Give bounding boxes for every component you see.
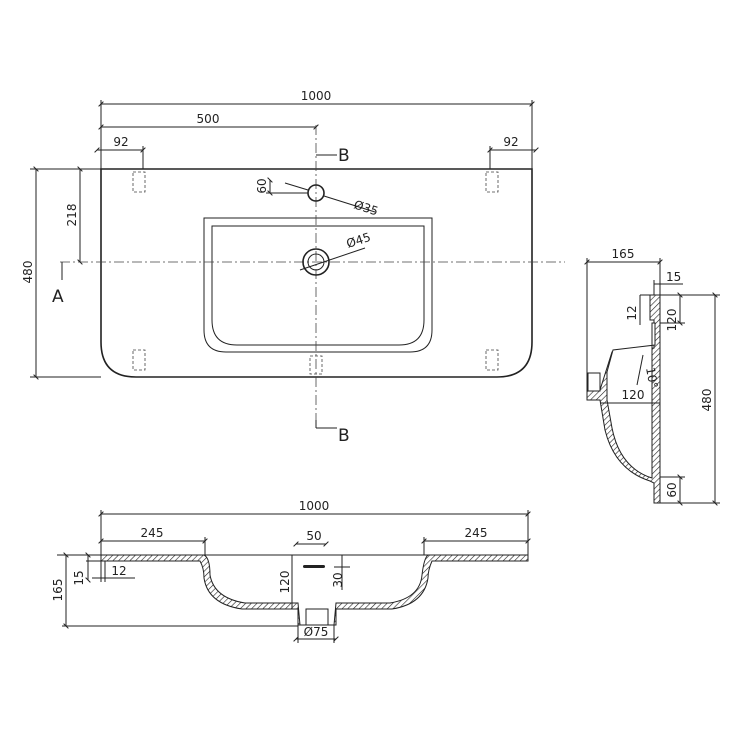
basin-outline — [100, 168, 533, 378]
drain-outer — [302, 248, 330, 276]
dim-faucet-hole: Ø35 — [352, 198, 380, 219]
dim-side-thickness: 15 — [666, 270, 681, 284]
bowl-outer — [203, 217, 433, 353]
drain-opening — [305, 608, 329, 626]
dim-overall-width: 1000 — [301, 89, 332, 103]
dim-side-angle: 10° — [643, 366, 660, 389]
dim-front-overall-width: 1000 — [299, 499, 330, 513]
section-label-b-bottom: B — [338, 426, 350, 446]
front-dimension-lines — [57, 510, 531, 643]
dim-overflow-width: 50 — [306, 529, 321, 543]
dim-drain-hole: Ø45 — [345, 230, 373, 251]
side-dimension-lines — [584, 258, 720, 506]
dim-side-upper: 120 — [665, 309, 679, 332]
dim-overflow-height: 30 — [331, 572, 345, 587]
dim-side-shelf: 120 — [622, 388, 645, 402]
mounting-points — [132, 171, 499, 375]
dim-drain: Ø75 — [304, 625, 329, 639]
front-profile — [100, 554, 529, 626]
dim-side-rim: 12 — [625, 305, 639, 320]
top-view: 1000 500 92 92 60 Ø35 218 480 Ø45 B B A — [21, 89, 565, 446]
dim-front-thickness: 15 — [72, 570, 86, 585]
dim-right-ledge: 245 — [465, 526, 488, 540]
section-label-a: A — [52, 287, 64, 307]
dim-bowl-depth: 120 — [278, 571, 292, 594]
overflow-slot — [303, 565, 325, 568]
dim-side-overall: 480 — [700, 389, 714, 412]
dim-faucet-offset: 60 — [255, 178, 269, 193]
bowl-inner — [211, 225, 425, 346]
section-label-b-top: B — [338, 146, 350, 166]
dim-left-offset: 92 — [113, 135, 128, 149]
dim-half-width: 500 — [197, 112, 220, 126]
dimension-lines — [30, 100, 539, 429]
dim-right-offset: 92 — [503, 135, 518, 149]
front-section: 1000 245 245 50 15 12 165 120 30 Ø75 — [51, 499, 531, 643]
dim-depth: 480 — [21, 261, 35, 284]
dim-left-ledge: 245 — [141, 526, 164, 540]
dim-side-lower: 60 — [665, 482, 679, 497]
dim-front-height: 165 — [51, 579, 65, 602]
side-section: 165 15 12 120 10° 120 480 60 — [584, 247, 720, 506]
dim-front-rim: 12 — [111, 564, 126, 578]
dim-side-depth: 165 — [612, 247, 635, 261]
dim-axis-offset: 218 — [65, 204, 79, 227]
